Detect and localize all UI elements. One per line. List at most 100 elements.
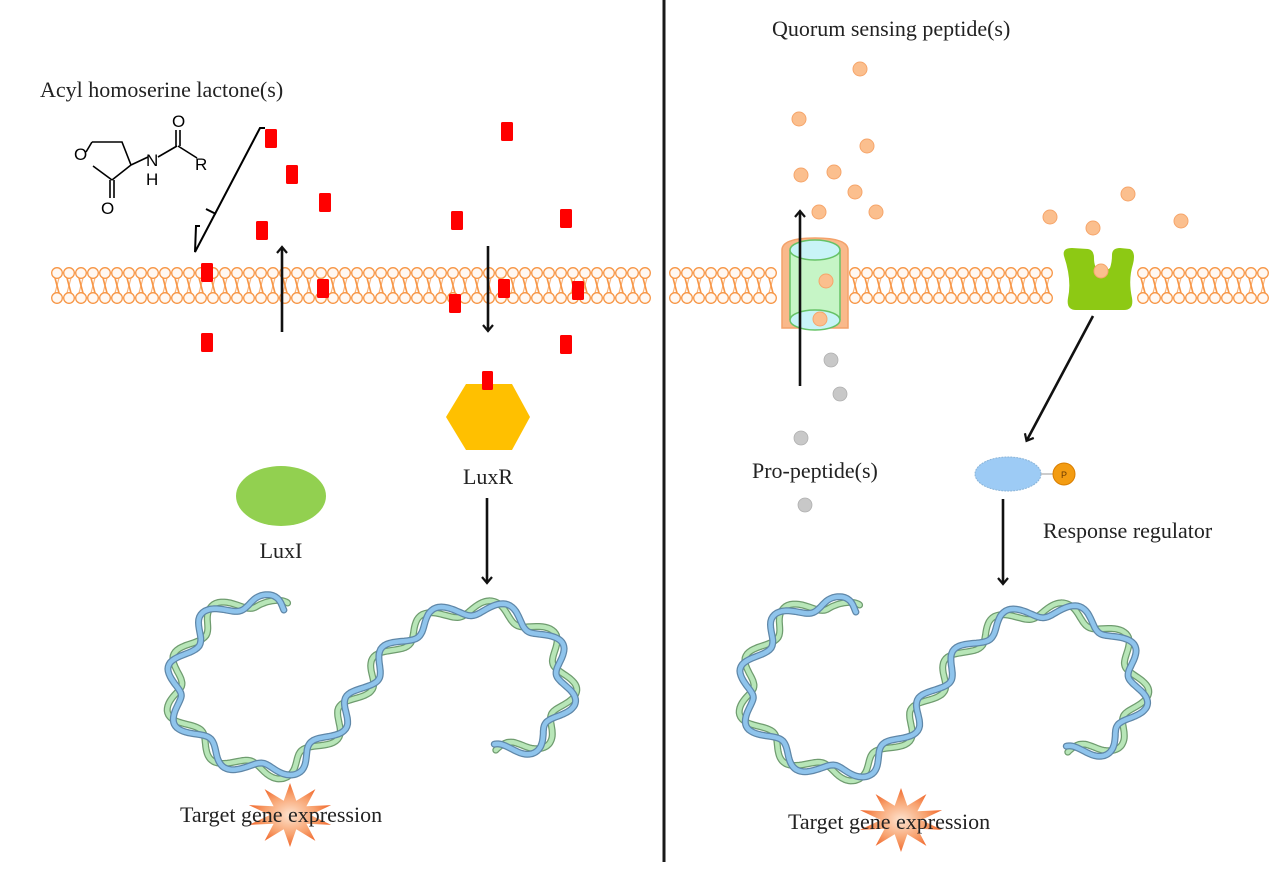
lipid-head: [1209, 267, 1221, 279]
lipid-tail: [606, 277, 612, 294]
lipid-head: [351, 292, 363, 304]
lipid-tail: [378, 277, 384, 294]
lipid-head: [1029, 267, 1041, 279]
lipid-head: [555, 292, 567, 304]
ahl-molecule: [560, 335, 572, 354]
lipid-head: [411, 267, 423, 279]
lipid-head: [567, 267, 579, 279]
lipid-head: [87, 292, 99, 304]
lipid-tail: [768, 277, 774, 294]
cell-membrane-left: [51, 267, 651, 304]
lipid-tail: [1176, 277, 1182, 294]
lipid-head: [147, 267, 159, 279]
expression-burst-icon-right: [859, 788, 943, 852]
lipid-head: [1017, 292, 1029, 304]
lipid-tail: [66, 277, 72, 294]
lipid-head: [459, 267, 471, 279]
lipid-tail: [720, 277, 726, 294]
lipid-head: [255, 292, 267, 304]
lipid-tail: [912, 277, 918, 294]
lipid-tail: [1188, 277, 1194, 294]
lipid-head: [183, 292, 195, 304]
lipid-tail: [450, 277, 456, 294]
lipid-tail: [126, 277, 132, 294]
lipid-head: [495, 267, 507, 279]
lipid-tail: [330, 277, 336, 294]
qs-peptide: [793, 167, 809, 183]
lipid-head: [669, 267, 681, 279]
cell-membrane-right: [669, 267, 1269, 304]
dna-strand: [736, 600, 1152, 784]
lipid-tail: [54, 277, 60, 294]
lipid-head: [1161, 292, 1173, 304]
lipid-head: [993, 292, 1005, 304]
lipid-head: [1173, 267, 1185, 279]
lipid-head: [531, 292, 543, 304]
lipid-tail: [1140, 277, 1146, 294]
lipid-head: [423, 267, 435, 279]
lipid-head: [729, 292, 741, 304]
lipid-tail: [618, 277, 624, 294]
lipid-tail: [1032, 277, 1038, 294]
lipid-head: [219, 267, 231, 279]
lipid-head: [219, 292, 231, 304]
lipid-tail: [282, 277, 288, 294]
lipid-tail: [294, 277, 300, 294]
lipid-head: [765, 292, 777, 304]
lipid-head: [945, 292, 957, 304]
lipid-tail: [1236, 277, 1242, 294]
lipid-tail: [1044, 277, 1050, 294]
luxi-synthase-protein: [236, 466, 326, 526]
lipid-head: [591, 292, 603, 304]
lipid-head: [363, 292, 375, 304]
lipid-head: [1005, 267, 1017, 279]
lipid-head: [885, 292, 897, 304]
propeptide-label: Pro-peptide(s): [752, 458, 878, 483]
lipid-head: [741, 292, 753, 304]
lipid-head: [957, 267, 969, 279]
lipid-head: [1185, 292, 1197, 304]
lipid-head: [423, 292, 435, 304]
propeptide: [793, 430, 809, 446]
lipid-tail: [936, 277, 942, 294]
lipid-head: [591, 267, 603, 279]
lipid-head: [135, 267, 147, 279]
lipid-head: [1137, 267, 1149, 279]
lipid-head: [681, 292, 693, 304]
lipid-tail: [342, 277, 348, 294]
ahl-molecule: [449, 294, 461, 313]
lipid-head: [363, 267, 375, 279]
lipid-head: [51, 267, 63, 279]
lipid-head: [75, 292, 87, 304]
lipid-tail: [114, 277, 120, 294]
lipid-head: [615, 292, 627, 304]
lipid-tail: [558, 277, 564, 294]
lipid-head: [111, 292, 123, 304]
lipid-tail: [258, 277, 264, 294]
lipid-tail: [102, 277, 108, 294]
lipid-head: [1161, 267, 1173, 279]
lipid-tail: [78, 277, 84, 294]
lipid-head: [693, 267, 705, 279]
lipid-head: [873, 292, 885, 304]
lipid-head: [291, 292, 303, 304]
lipid-tail: [246, 277, 252, 294]
lipid-tail: [696, 277, 702, 294]
lipid-head: [933, 267, 945, 279]
lipid-head: [765, 267, 777, 279]
ahl-signal-molecules: [201, 122, 584, 354]
qs-peptide: [811, 204, 827, 220]
lipid-tail: [1212, 277, 1218, 294]
lipid-head: [339, 292, 351, 304]
ahl-molecule: [317, 279, 329, 298]
lipid-tail: [438, 277, 444, 294]
lipid-head: [849, 267, 861, 279]
lipid-tail: [960, 277, 966, 294]
lipid-head: [921, 292, 933, 304]
lipid-head: [435, 292, 447, 304]
lipid-head: [1197, 267, 1209, 279]
lipid-tail: [186, 277, 192, 294]
lipid-head: [171, 267, 183, 279]
lipid-head: [507, 267, 519, 279]
